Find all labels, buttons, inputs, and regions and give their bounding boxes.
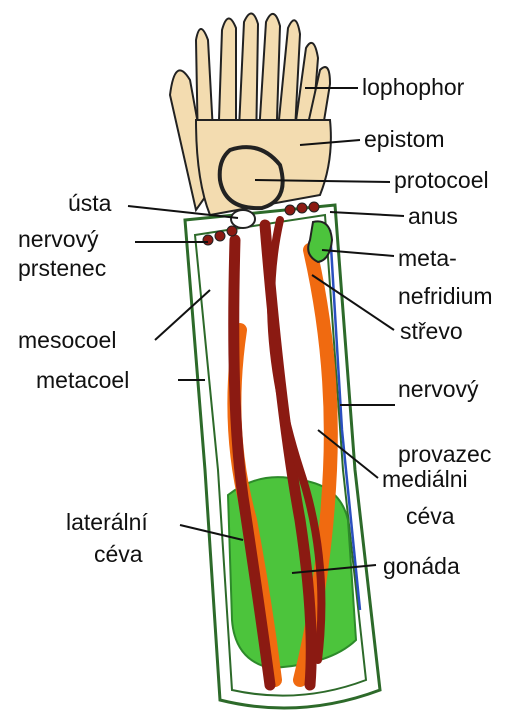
label-lateralni-ceva-2: céva <box>94 541 143 568</box>
label-protocoel: protocoel <box>394 167 489 194</box>
label-lateralni-ceva-1: laterální <box>66 509 148 536</box>
label-strevo: střevo <box>400 318 463 345</box>
label-anus: anus <box>408 203 458 230</box>
label-mesocoel: mesocoel <box>18 327 116 354</box>
label-medialni-ceva-1: mediálni <box>382 466 468 493</box>
label-nervovy-provazec-1: nervový <box>398 376 479 403</box>
label-metanefridium-2: nefridium <box>398 283 493 310</box>
protocoel-loop <box>220 147 283 208</box>
label-metanefridium-1: meta- <box>398 245 457 272</box>
metanephridium <box>308 221 332 262</box>
label-usta: ústa <box>68 190 111 217</box>
label-medialni-ceva-2: céva <box>406 503 455 530</box>
label-nervovy-prstenec-1: nervový <box>18 226 99 253</box>
mouth <box>231 210 255 228</box>
label-lophophor: lophophor <box>362 74 464 101</box>
label-metacoel: metacoel <box>36 367 129 394</box>
label-epistom: epistom <box>364 126 445 153</box>
label-gonada: gonáda <box>383 553 460 580</box>
label-nervovy-provazec-2: provazec <box>398 441 491 468</box>
label-nervovy-prstenec-2: prstenec <box>18 255 106 282</box>
